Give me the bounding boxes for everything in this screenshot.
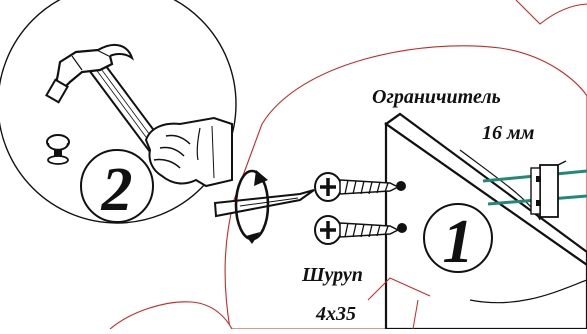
step-1-badge: 1 — [423, 203, 493, 276]
pilot-hole-top — [396, 181, 406, 191]
hand-icon — [144, 116, 233, 188]
screw-top — [314, 172, 400, 202]
pointer-line-bottom — [412, 299, 419, 330]
rotate-clockwise-icon — [234, 169, 270, 244]
screw-label: Шуруп — [301, 264, 363, 286]
screw-bottom — [314, 215, 400, 245]
screw-label-pointer — [367, 277, 431, 301]
limiter-size-label: 16 мм — [482, 122, 535, 144]
dowel-knob-icon — [46, 134, 70, 165]
step-2-badge: 2 — [80, 149, 154, 224]
limiter-label: Ограничитель — [372, 86, 501, 108]
screw-size-label: 4x35 — [315, 303, 356, 325]
limiter-16mm — [482, 160, 587, 218]
pilot-hole-bottom — [397, 223, 407, 233]
step-1-number: 1 — [443, 208, 474, 276]
next-step-callout — [109, 301, 233, 330]
step-2-number: 2 — [101, 156, 133, 224]
top-right-callout — [515, 0, 587, 25]
